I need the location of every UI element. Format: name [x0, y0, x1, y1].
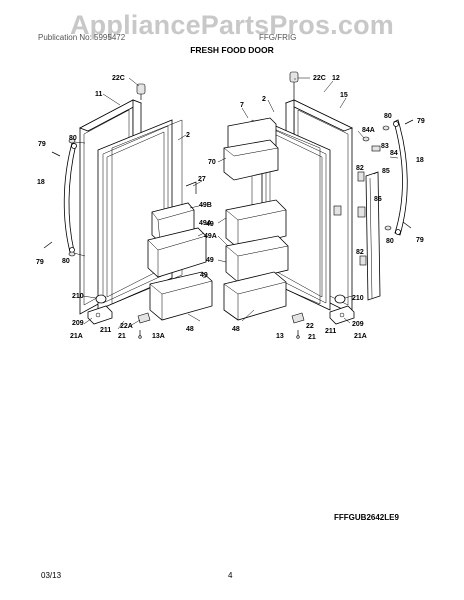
- left-bottom-bushing: [95, 294, 107, 304]
- callout-82-right-top: 82: [356, 165, 364, 172]
- diagram-title: FRESH FOOD DOOR: [190, 45, 274, 55]
- callout-80-left-top: 80: [69, 135, 77, 142]
- right-dairy-compartment: [223, 117, 279, 181]
- left-door-bin-middle: [147, 227, 207, 278]
- callout-48-left: 48: [186, 326, 194, 333]
- callout-2-left: 2: [186, 132, 190, 139]
- callout-22-right: 22: [306, 323, 314, 330]
- callout-21-right: 21: [308, 334, 316, 341]
- callout-49-left: 49: [200, 272, 208, 279]
- callout-209-left: 209: [72, 320, 84, 327]
- callout-80-right-bottom: 80: [386, 238, 394, 245]
- right-door-bin-lower: [223, 271, 287, 321]
- callout-79-left-top: 79: [38, 141, 46, 148]
- callout-18-left: 18: [37, 179, 45, 186]
- right-door-stop: [291, 312, 305, 339]
- callout-49b: 49B: [199, 202, 212, 209]
- callout-49-right-lower: 49: [206, 257, 214, 264]
- callout-86: 86: [374, 196, 382, 203]
- callout-15: 15: [340, 92, 348, 99]
- callout-48-right: 48: [232, 326, 240, 333]
- callout-49a-left: 49A: [199, 220, 212, 227]
- publication-number: Publication No: 5995472: [38, 33, 126, 42]
- callout-209-right: 209: [352, 321, 364, 328]
- callout-82-right-bottom: 82: [356, 249, 364, 256]
- left-bottom-hinge: [87, 305, 113, 325]
- right-door-trim-strip: [365, 171, 381, 301]
- callout-84: 84: [390, 150, 398, 157]
- callout-18-right: 18: [416, 157, 424, 164]
- right-bottom-hinge: [329, 305, 355, 325]
- callout-210-left: 210: [72, 293, 84, 300]
- left-door-gasket: [111, 119, 183, 305]
- callout-7: 7: [240, 102, 244, 109]
- left-door-bin-lower: [149, 271, 213, 321]
- callout-70: 70: [208, 159, 216, 166]
- callout-21a-right: 21A: [354, 333, 367, 340]
- right-door-bin-upper: [225, 199, 287, 249]
- right-door-handle: [393, 119, 408, 236]
- callout-13a: 13A: [152, 333, 165, 340]
- callout-79-right-bottom: 79: [416, 237, 424, 244]
- product-category: FFG/FRIG: [259, 33, 297, 42]
- callout-49a-right: 49A: [204, 233, 217, 240]
- callout-13: 13: [276, 333, 284, 340]
- callout-84a: 84A: [362, 127, 375, 134]
- callout-22c-left: 22C: [112, 75, 125, 82]
- model-number: FFFGUB2642LE9: [334, 513, 399, 522]
- callout-83: 83: [381, 143, 389, 150]
- callout-11: 11: [95, 91, 103, 98]
- footer-date: 03/13: [41, 571, 62, 580]
- callout-85: 85: [382, 168, 390, 175]
- callout-49-right-upper: 49: [206, 221, 214, 228]
- right-handle-screws: [382, 119, 414, 231]
- callout-22a: 22A: [120, 323, 133, 330]
- callout-22c-right: 22C: [313, 75, 326, 82]
- right-trim-clips: [333, 136, 381, 266]
- left-door-handle: [63, 142, 77, 253]
- callout-21-left: 21: [118, 333, 126, 340]
- left-door-stop: [137, 312, 151, 339]
- footer-page-number: 4: [228, 571, 233, 580]
- left-shelf-bracket: [185, 181, 197, 194]
- callout-210-right: 210: [352, 295, 364, 302]
- right-hinge-cap: [289, 71, 299, 100]
- callout-2-right: 2: [262, 96, 266, 103]
- left-hinge-cap: [136, 83, 146, 100]
- callout-211-right: 211: [325, 328, 336, 335]
- right-bottom-bushing: [334, 294, 346, 304]
- callout-211-left: 211: [100, 327, 111, 334]
- leader-lines: [73, 77, 399, 330]
- right-door-bin-middle: [225, 235, 289, 283]
- watermark: AppliancePartsPros.com: [69, 10, 394, 40]
- left-handle-screws: [43, 138, 76, 257]
- callout-27: 27: [198, 176, 206, 183]
- callout-79-right-top: 79: [417, 118, 425, 125]
- callout-12: 12: [332, 75, 340, 82]
- callout-80-left-bottom: 80: [62, 258, 70, 265]
- callout-79-left-bottom: 79: [36, 259, 44, 266]
- callout-80-right-top: 80: [384, 113, 392, 120]
- callout-21a-left: 21A: [70, 333, 83, 340]
